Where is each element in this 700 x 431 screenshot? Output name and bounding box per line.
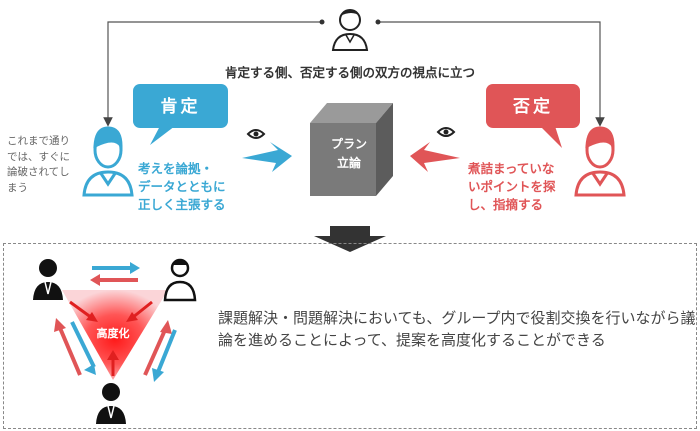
affirmative-bubble: 肯定 — [133, 84, 228, 128]
negative-bubble: 否定 — [486, 84, 580, 128]
plan-label: プラン 立論 — [318, 135, 380, 173]
note-line: 論破されてし — [7, 166, 70, 178]
desc-line: データとともに — [138, 179, 226, 194]
eye-icon — [246, 129, 266, 139]
triangle-center-label: 高度化 — [96, 327, 130, 340]
plan-cube — [310, 103, 393, 196]
affirmative-person-icon — [82, 126, 134, 197]
negative-person-icon — [574, 126, 626, 197]
note-line: まう — [7, 181, 28, 194]
note-line: これまで通り — [7, 135, 70, 147]
desc-line: 正しく主張する — [138, 197, 226, 212]
plan-line: 立論 — [336, 156, 361, 170]
desc-line: 煮詰まっていな — [468, 161, 555, 176]
down-arrow-icon — [314, 226, 386, 252]
person-icon — [33, 259, 63, 300]
desc-line: し、指摘する — [468, 197, 544, 212]
person-icon — [163, 258, 197, 302]
affirmative-description: 考えを論拠・ データとともに 正しく主張する — [138, 160, 226, 214]
moderator-person-icon — [331, 9, 369, 51]
desc-line: 考えを論拠・ — [138, 161, 214, 176]
note-line: では、すぐに — [7, 150, 70, 163]
page-title: 肯定する側、否定する側の双方の視点に立つ — [224, 65, 475, 80]
negative-description: 煮詰まっていな いポイントを探 し、指摘する — [468, 160, 556, 214]
summary-text: 課題解決・問題解決においても、グループ内で役割交換を行いながら議論を進めることに… — [218, 309, 696, 349]
negative-arrow-icon — [410, 142, 460, 172]
eye-icon — [436, 127, 456, 137]
triangle-glow — [62, 290, 168, 380]
summary-panel — [3, 243, 697, 429]
person-icon — [96, 383, 126, 424]
affirmative-arrow-icon — [242, 142, 292, 172]
desc-line: いポイントを探 — [468, 179, 556, 194]
plan-line: プラン — [330, 137, 367, 151]
side-note: これまで通り では、すぐに 論破されてし まう — [7, 134, 70, 196]
